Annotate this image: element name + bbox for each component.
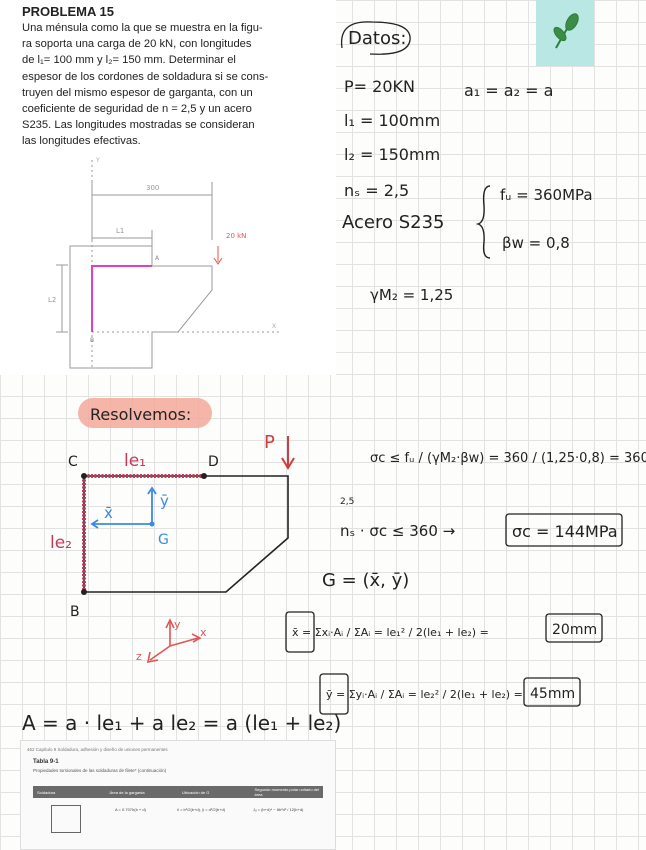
book-row-polar: Jᵤ = (b+d)⁴ − 6b²d² / 12(b+d): [253, 807, 304, 812]
datos-circle: [340, 21, 411, 55]
datos-a-eq: a₁ = a₂ = a: [464, 81, 553, 100]
label-le1: le₁: [124, 451, 146, 471]
bracket-sketch: [83, 475, 289, 593]
load-label: 20 kN: [226, 232, 246, 240]
point-b-marker: [81, 589, 87, 595]
label-c: C: [68, 454, 78, 470]
book-header-cell: Área de la garganta: [109, 789, 145, 795]
statement-line: truyen del mismo espesor de garganta, co…: [22, 86, 253, 99]
axis-y-label: Y: [95, 157, 100, 164]
statement-line: las longitudes efectivas.: [22, 135, 141, 148]
label-p: P: [264, 432, 275, 453]
book-chapter-line: 462 Capítulo 9 Soldadura, adhesión y dis…: [27, 747, 168, 752]
axis-z-sketch-label: z: [136, 650, 142, 663]
dim-l2-label: L2: [48, 296, 56, 304]
book-header-cell: Segundo momento polar unitario del área: [254, 787, 320, 797]
book-weld-sketch: [51, 805, 81, 833]
book-table-subtitle: Propiedades torsionales de las soldadura…: [33, 768, 167, 773]
datos-ns: nₛ = 2,5: [344, 181, 409, 200]
book-row-area: A = 0.707h(b + d): [115, 807, 146, 812]
bracket-figure: [56, 160, 280, 370]
problem-title: PROBLEMA 15: [22, 4, 114, 19]
leaf-icon: [553, 13, 579, 49]
axis-x-sketch-label: x: [200, 626, 207, 639]
axis-x-label: X: [272, 323, 276, 330]
point-a-label: A: [155, 255, 160, 262]
label-d: D: [208, 454, 219, 470]
dim-300-label: 300: [146, 184, 159, 192]
book-row-location: x̄ = b²/2(b+d), ȳ = d²/2(b+d): [177, 807, 226, 812]
statement-line: S235. Las longitudes mostradas se consid…: [22, 119, 255, 132]
ybar-box: [319, 673, 349, 715]
problem-statement: Una ménsula como la que se muestra en la…: [22, 20, 328, 150]
axis-y-sketch-label: y: [174, 618, 181, 631]
ybar-result-box: [523, 677, 581, 707]
dim-l1-label: L1: [116, 227, 124, 235]
statement-line: ra soporta una carga de 20 kN, con longi…: [22, 38, 252, 51]
sigma-result: σc = 144MPa: [512, 522, 618, 541]
ns-note: 2,5: [340, 497, 354, 507]
point-b-label: B: [90, 337, 94, 344]
datos-brace: [475, 185, 491, 259]
label-le2: le₂: [50, 533, 72, 553]
statement-line: coeficiente de seguridad de n = 2,5 y un…: [22, 103, 252, 116]
ybar-equation: ȳ = Σyᵢ·Aᵢ / ΣAᵢ = le₂² / 2(le₁ + le₂) =: [326, 688, 523, 701]
problem-statement-panel: PROBLEMA 15 Una ménsula como la que se m…: [0, 0, 336, 375]
xyz-axes-icon: [146, 618, 202, 664]
resolvemos-heading: Resolvemos:: [90, 405, 191, 424]
weld-line-figure: [91, 265, 152, 332]
book-header-cell: Soldadura: [37, 789, 56, 795]
label-g: G: [158, 532, 169, 548]
datos-heading: Datos:: [348, 28, 406, 49]
xbar-result-box: [545, 613, 603, 643]
statement-line: de l₁= 100 mm y l₂= 150 mm. Determinar e…: [22, 54, 236, 67]
datos-fu: fᵤ = 360MPa: [500, 186, 593, 204]
datos-bw: βw = 0,8: [502, 234, 570, 252]
label-xbar: x̄: [104, 504, 113, 522]
resolvemos-highlight: [78, 398, 212, 428]
datos-p: P= 20KN: [344, 77, 415, 96]
datos-acero: Acero S235: [342, 212, 445, 233]
xbar-box: [285, 611, 315, 653]
point-d-marker: [201, 473, 207, 479]
datos-gm2: γM₂ = 1,25: [370, 286, 453, 304]
sigma-result-box: [505, 513, 623, 547]
area-equation: A = a · le₁ + a le₂ = a (le₁ + le₂): [22, 711, 341, 735]
sigma-equation: σc ≤ fᵤ / (γM₂·βw) = 360 / (1,25·0,8) = …: [370, 451, 646, 466]
g-equation: G = (x̄, ȳ): [322, 570, 409, 591]
datos-l1: l₁ = 100mm: [344, 111, 440, 130]
label-b: B: [70, 604, 80, 620]
book-table-header: Soldadura Área de la garganta Ubicación …: [33, 786, 323, 798]
textbook-table-image: 462 Capítulo 9 Soldadura, adhesión y dis…: [20, 740, 336, 850]
book-header-cell: Ubicación de G: [182, 789, 210, 795]
label-ybar: ȳ: [160, 492, 169, 510]
xbar-result: 20mm: [552, 622, 597, 638]
datos-l2: l₂ = 150mm: [344, 145, 440, 164]
xbar-equation: x̄ = Σxᵢ·Aᵢ / ΣAᵢ = le₁² / 2(le₁ + le₂) …: [292, 626, 489, 639]
centroid-g-marker: [149, 521, 155, 527]
statement-line: Una ménsula como la que se muestra en la…: [22, 22, 263, 34]
book-table-title: Tabla 9-1: [33, 759, 59, 765]
statement-line: espesor de los cordones de soldadura si …: [22, 70, 269, 83]
ybar-result: 45mm: [530, 686, 575, 702]
load-arrow-icon: [281, 436, 295, 470]
ns-equation: nₛ · σc ≤ 360 →: [340, 522, 455, 540]
point-c-marker: [81, 473, 87, 479]
centroid-axes: [90, 486, 157, 529]
